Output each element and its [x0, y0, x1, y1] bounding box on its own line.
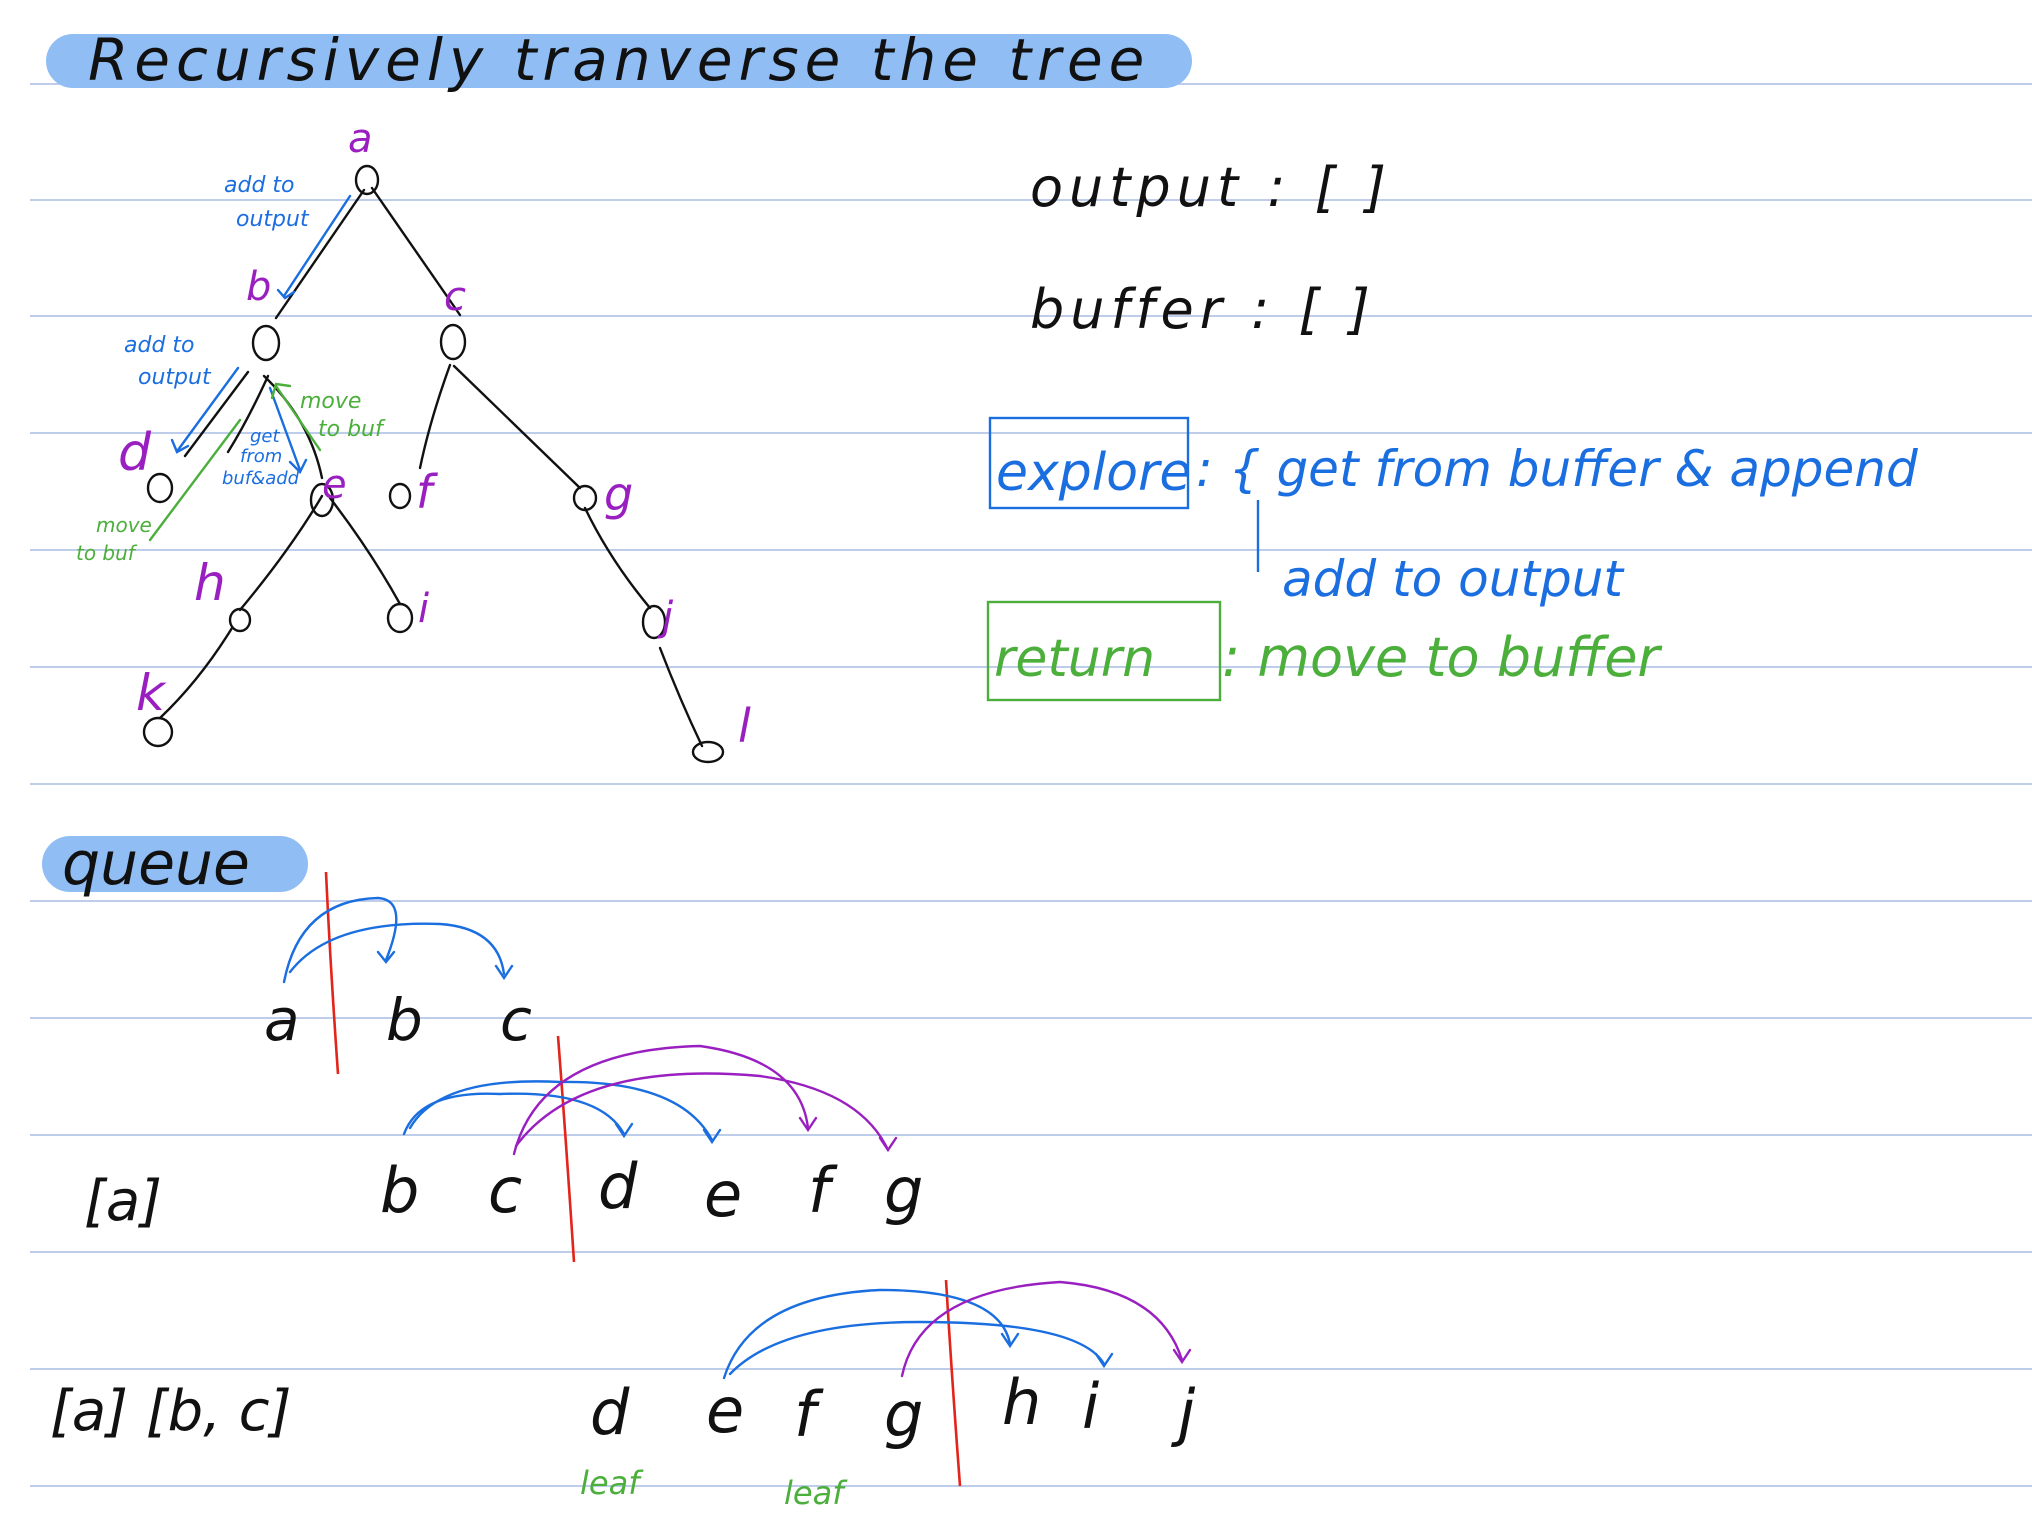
annotation-add-to-output-2-line2: output [138, 365, 212, 390]
node-d-circle [146, 472, 174, 504]
queue-row-2-item-e: e [704, 1158, 742, 1231]
queue-row-2-item-f: f [808, 1154, 838, 1227]
annotation-get-from-buf-line3: buf&add [222, 468, 300, 489]
node-k-circle [142, 716, 174, 748]
node-label-l: l [738, 699, 751, 753]
queue-dividers [324, 871, 962, 1487]
traversal-arrows-green [148, 382, 322, 542]
node-label-d: d [118, 423, 152, 483]
node-c-circle [439, 323, 467, 361]
queue-row-3: d e f g h i j [590, 1366, 1196, 1451]
queue-row-3-item-i: i [1082, 1370, 1099, 1443]
page-title: Recursively tranverse the tree [88, 26, 1150, 94]
queue-row-2-item-g: g [884, 1154, 923, 1227]
return-text: : move to buffer [1222, 626, 1662, 689]
queue-row-2-item-b: b [380, 1154, 419, 1227]
queue-row-2: b c d e f g [380, 1150, 923, 1231]
node-label-i: i [418, 586, 429, 632]
node-g-circle [572, 484, 598, 512]
buffer-state: buffer : [ ] [1030, 278, 1376, 341]
queue-row-1-item-c: c [500, 986, 532, 1054]
annotation-move-to-buf-1-line2: to buf [318, 417, 386, 442]
node-label-c: c [444, 274, 466, 320]
queue-arrows-row2-blue [402, 1080, 722, 1145]
node-h-circle [228, 607, 252, 633]
explore-line2: add to output [1282, 550, 1625, 608]
title-highlight [46, 34, 1192, 88]
queue-row-3-item-f: f [794, 1378, 824, 1451]
node-j-circle [641, 604, 667, 640]
queue-row-3-item-g: g [884, 1378, 923, 1451]
return-box [986, 600, 1222, 702]
leaf-label-d: leaf [580, 1464, 644, 1502]
annotation-move-to-buf-2-line2: to buf [76, 541, 138, 565]
queue-arrows-row3-purple [900, 1280, 1192, 1378]
node-a-circle [354, 164, 380, 196]
annotation-add-to-output-1: add to [224, 173, 295, 198]
queue-row-3-item-h: h [1002, 1366, 1041, 1439]
tree-edges [158, 186, 704, 748]
queue-row-2-item-c: c [488, 1154, 522, 1227]
node-label-h: h [194, 554, 226, 612]
node-l-circle [691, 740, 725, 764]
queue-arrows-row1 [282, 896, 514, 984]
tree-annotations: add to output add to output move to buf … [76, 173, 386, 565]
traversal-arrows-blue [170, 194, 352, 475]
queue-row-3-item-j: j [1171, 1376, 1196, 1449]
leaf-label-f: leaf [784, 1474, 848, 1512]
ruled-lines [30, 83, 2032, 1487]
queue-row-2-item-d: d [598, 1150, 638, 1223]
queue-arrows-row3-blue [722, 1288, 1114, 1380]
annotation-move-to-buf-2: move [96, 513, 152, 537]
queue-row-1-item-b: b [386, 986, 423, 1054]
annotation-add-to-output-2: add to [124, 333, 195, 358]
return-label: return [994, 629, 1155, 689]
output-state: output : [ ] [1030, 156, 1392, 219]
node-label-a: a [348, 116, 373, 162]
queue-arrows-row2-purple [512, 1044, 898, 1156]
queue-row-2-output: [a] [84, 1169, 162, 1234]
node-label-f: f [416, 465, 438, 519]
node-b-circle [251, 324, 281, 362]
node-label-g: g [604, 467, 633, 521]
queue-row-3-item-d: d [590, 1376, 630, 1449]
queue-row-1-item-a: a [264, 986, 300, 1054]
explore-label: explore [996, 443, 1191, 503]
node-label-j: j [657, 594, 674, 640]
node-f-circle [388, 482, 412, 510]
queue-row-1: a b c [264, 986, 532, 1054]
annotation-add-to-output-1-line2: output [236, 207, 310, 232]
queue-row-3-output: [a] [b, c] [50, 1379, 291, 1444]
queue-highlight [42, 836, 308, 892]
queue-row-3-item-e: e [706, 1374, 744, 1447]
node-i-circle [386, 602, 414, 634]
node-label-k: k [136, 664, 167, 722]
explore-line1: : { get from buffer & append [1196, 440, 1918, 498]
node-label-b: b [246, 264, 271, 310]
tree-node-labels: a b c d e f g h i j k l [118, 116, 751, 753]
annotation-get-from-buf-line2: from [240, 446, 282, 467]
explore-box [988, 416, 1190, 510]
annotation-get-from-buf: get [250, 426, 281, 447]
node-label-e: e [322, 462, 347, 508]
tree-nodes [142, 164, 725, 764]
node-e-circle [309, 482, 335, 518]
queue-title: queue [62, 829, 250, 899]
annotation-move-to-buf-1: move [300, 389, 361, 414]
